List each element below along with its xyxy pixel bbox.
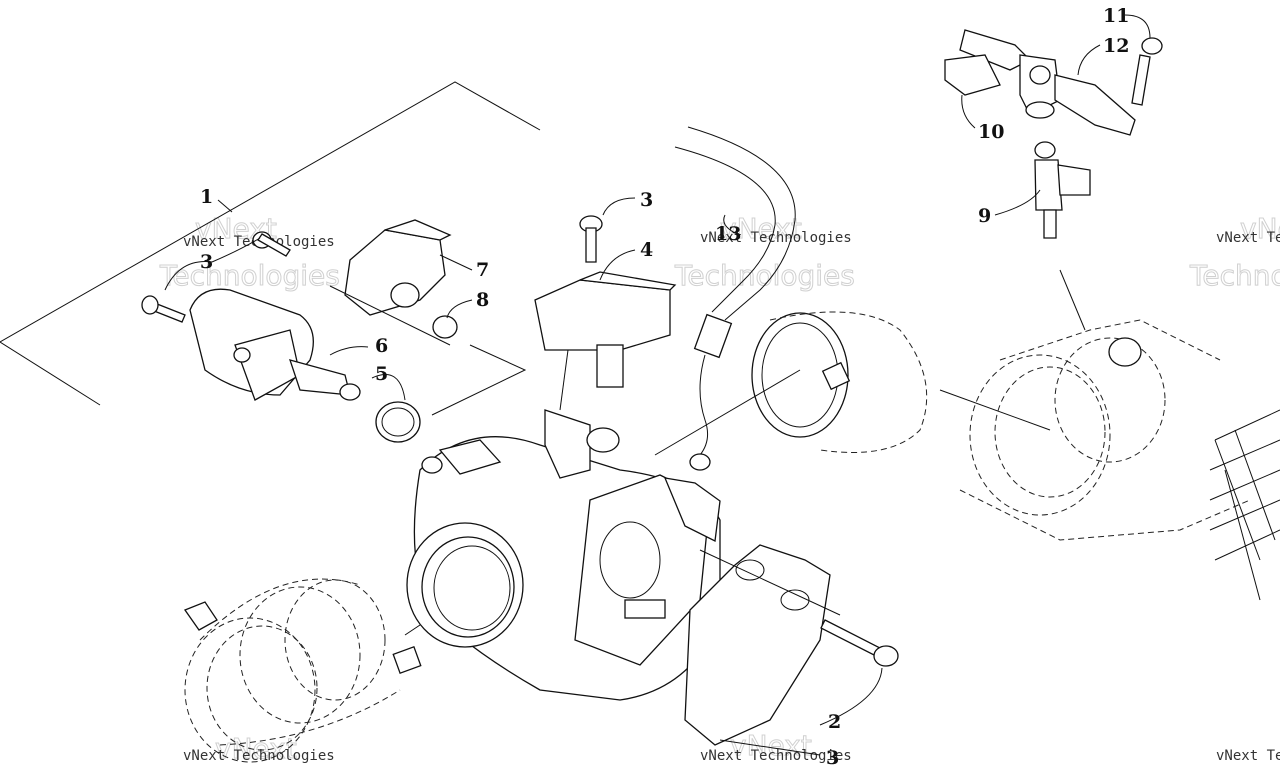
watermark-big-top: vNext	[1240, 212, 1280, 245]
callout-11: 11	[1103, 5, 1129, 27]
callout-10: 10	[978, 121, 1004, 143]
callout-9: 9	[978, 205, 991, 227]
callout-12: 12	[1103, 35, 1129, 57]
watermark-text: vNext Technologies	[1216, 230, 1280, 246]
map-sensor	[534, 271, 677, 411]
watermark-big-top: vNext	[720, 212, 802, 245]
callout-3-top: 3	[640, 189, 653, 211]
watermark-text: vNext Technologies	[700, 748, 852, 764]
callout-leaders	[164, 14, 1151, 756]
callout-labels: 1 3 3 4 5 6 7 8 9 10 11 12 13 2 3	[200, 5, 1129, 768]
o-ring	[375, 401, 421, 443]
callout-6: 6	[375, 335, 388, 357]
callout-5: 5	[375, 363, 388, 385]
idle-air-control-valve	[189, 288, 361, 401]
intake-duct	[654, 311, 928, 456]
callout-7: 7	[476, 259, 489, 281]
map-sensor-nozzle	[596, 344, 624, 388]
cover-bolt	[699, 549, 899, 667]
callout-2: 2	[828, 711, 841, 733]
clamp-screw-lower	[392, 646, 422, 674]
tps-o-ring	[432, 315, 458, 339]
watermark-big-bottom: Technologies	[1189, 259, 1280, 292]
screw-left	[141, 295, 186, 323]
watermark-text: vNext Technologies	[183, 748, 335, 764]
callout-4: 4	[640, 239, 653, 261]
callout-13: 13	[715, 223, 741, 245]
callout-3-left: 3	[200, 251, 213, 273]
watermark-big-bottom: Technologies	[159, 259, 340, 292]
screw-map-sensor	[579, 215, 603, 263]
watermark-group: vNext Technologies vNext Technologies vN…	[159, 212, 1280, 766]
watermark-big-bottom: Technologies	[674, 259, 855, 292]
duct-clamp-screw	[821, 361, 851, 391]
callout-1: 1	[200, 186, 213, 208]
throttle-body-boss	[544, 409, 591, 479]
intake-manifold	[939, 269, 1280, 601]
watermark-text: vNext Technologies	[700, 230, 852, 246]
throttle-shaft	[624, 599, 666, 619]
callout-8: 8	[476, 289, 489, 311]
watermark-big-top: vNext	[730, 729, 812, 762]
hose-clamp-bolt	[183, 601, 218, 631]
assembly-bracket	[0, 81, 541, 416]
tps-connector-housing	[663, 477, 721, 542]
fuel-rail-bracket	[944, 29, 1163, 136]
watermark-text: vNext Technologies	[1216, 748, 1280, 764]
throttle-body	[406, 409, 721, 701]
throttle-position-sensor	[329, 219, 452, 346]
callout-3-bottom: 3	[826, 747, 839, 768]
fuel-injector	[1034, 141, 1091, 239]
vacuum-hose	[674, 126, 796, 471]
hose-fitting	[693, 313, 733, 359]
